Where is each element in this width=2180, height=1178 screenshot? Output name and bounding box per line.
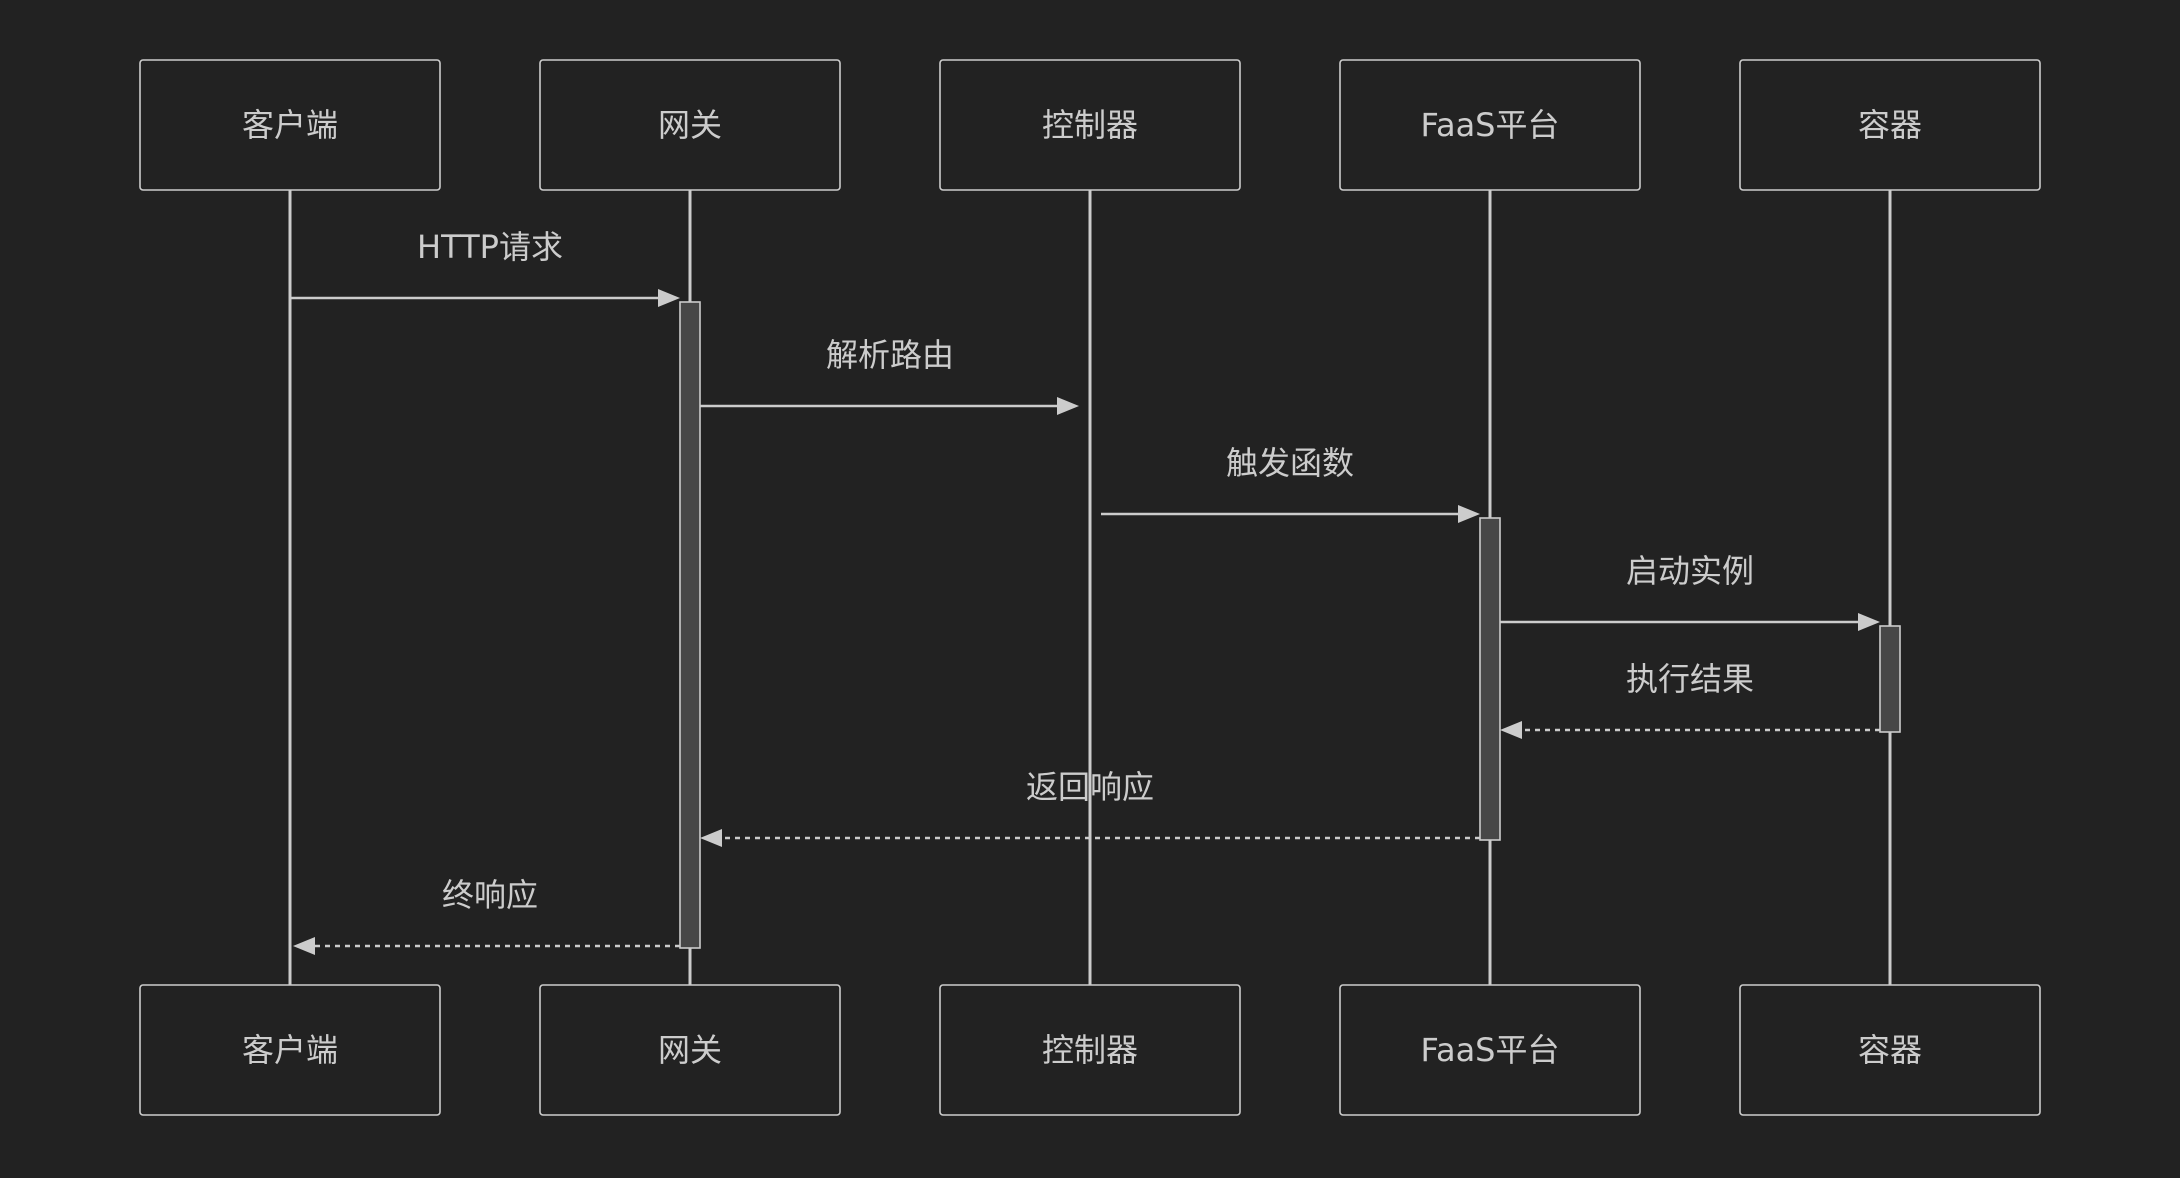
message-1: HTTP请求 bbox=[290, 228, 680, 307]
participant-label: 网关 bbox=[658, 106, 722, 144]
participant-label: 控制器 bbox=[1042, 106, 1138, 144]
participant-label: 网关 bbox=[658, 1031, 722, 1069]
participant-box bbox=[539, 59, 841, 191]
participant-box bbox=[1339, 984, 1641, 1116]
arrowhead bbox=[1500, 721, 1522, 739]
participant-top-gateway: 网关 bbox=[539, 59, 841, 191]
arrowhead bbox=[658, 289, 680, 307]
message-7: 终响应 bbox=[293, 876, 680, 955]
message-label: 执行结果 bbox=[1626, 660, 1754, 698]
message-2: 解析路由 bbox=[700, 336, 1079, 415]
participant-bottom-client: 客户端 bbox=[139, 984, 441, 1116]
participant-label: 容器 bbox=[1858, 106, 1922, 144]
participant-top-client: 客户端 bbox=[139, 59, 441, 191]
participant-bottom-controller: 控制器 bbox=[939, 984, 1241, 1116]
participant-bottom-faas: FaaS平台 bbox=[1339, 984, 1641, 1116]
message-label: 返回响应 bbox=[1026, 768, 1154, 806]
participant-box bbox=[939, 59, 1241, 191]
activation-bar-faas bbox=[1479, 517, 1501, 841]
message-label: 终响应 bbox=[442, 876, 538, 914]
participant-label: 容器 bbox=[1858, 1031, 1922, 1069]
arrowhead bbox=[1858, 613, 1880, 631]
arrowhead bbox=[1458, 505, 1480, 523]
participant-box bbox=[539, 984, 841, 1116]
participant-top-container: 容器 bbox=[1739, 59, 2041, 191]
message-6: 返回响应 bbox=[700, 768, 1480, 847]
message-label: 解析路由 bbox=[826, 336, 954, 374]
message-label: 触发函数 bbox=[1226, 444, 1354, 482]
participant-top-controller: 控制器 bbox=[939, 59, 1241, 191]
message-label: HTTP请求 bbox=[417, 228, 563, 266]
participant-bottom-gateway: 网关 bbox=[539, 984, 841, 1116]
arrowhead bbox=[1057, 397, 1079, 415]
participant-box bbox=[1739, 984, 2041, 1116]
participant-box bbox=[939, 984, 1241, 1116]
message-5: 执行结果 bbox=[1500, 660, 1880, 739]
participant-label: 客户端 bbox=[242, 1031, 338, 1069]
participant-box bbox=[1339, 59, 1641, 191]
activations bbox=[679, 301, 1901, 949]
arrowhead bbox=[293, 937, 315, 955]
message-4: 启动实例 bbox=[1500, 552, 1880, 631]
message-label: 启动实例 bbox=[1626, 552, 1754, 590]
participant-box bbox=[1739, 59, 2041, 191]
participant-label: FaaS平台 bbox=[1420, 106, 1559, 144]
participant-label: 控制器 bbox=[1042, 1031, 1138, 1069]
arrowhead bbox=[700, 829, 722, 847]
activation-bar-container bbox=[1879, 625, 1901, 733]
activation-bar-gateway bbox=[679, 301, 701, 949]
message-3: 触发函数 bbox=[1101, 444, 1480, 523]
participant-label: FaaS平台 bbox=[1420, 1031, 1559, 1069]
participant-top-faas: FaaS平台 bbox=[1339, 59, 1641, 191]
participant-bottom-container: 容器 bbox=[1739, 984, 2041, 1116]
participant-box bbox=[139, 59, 441, 191]
participant-box bbox=[139, 984, 441, 1116]
participant-label: 客户端 bbox=[242, 106, 338, 144]
